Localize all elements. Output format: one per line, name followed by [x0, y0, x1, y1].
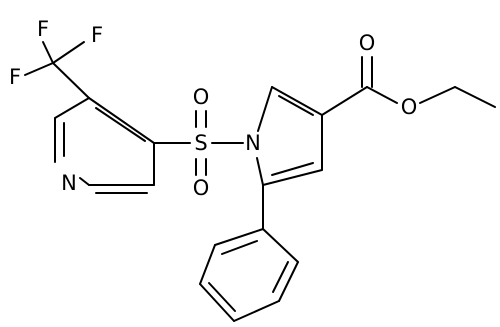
pyrrole-bond-c2-c3: [271, 86, 323, 116]
bond-carbonyl-oester: [366, 86, 398, 104]
pyridine-ring: [54, 97, 155, 194]
phenyl-bond-1: [262, 228, 299, 263]
pyrrole-double-bond-c2-c3: [278, 95, 314, 116]
phenyl-double-bond-4: [208, 282, 236, 312]
atom-s: S: [194, 131, 207, 155]
bond-ring-carbonyl: [321, 86, 368, 116]
pyrrole-bond-c5-n: [256, 157, 264, 186]
trifluoromethyl-group: [24, 41, 90, 99]
pyrrole-ring: [256, 86, 323, 186]
atom-n-pyridine: N: [61, 171, 77, 195]
phenyl-bond-5: [199, 244, 216, 285]
phenyl-double-bond-2: [272, 261, 289, 293]
atom-f2: F: [91, 23, 103, 47]
pyridine-bond-6: [54, 97, 90, 119]
atom-n-pyrrole: N: [245, 131, 261, 155]
atom-o-sulfonyl-bottom: O: [193, 176, 210, 200]
bond-oester-ch2: [419, 86, 456, 104]
atom-o-sulfonyl-top: O: [193, 85, 210, 109]
phenyl-double-bond-6: [221, 240, 258, 255]
phenyl-bond-6: [214, 228, 264, 246]
pyrrole-bond-n-c2: [257, 86, 273, 132]
ethyl-ester-group: [321, 56, 496, 116]
pyridine-double-bond-1: [95, 107, 146, 142]
pyrrole-bond-c4-c5: [262, 169, 323, 186]
pyridine-bond-1: [88, 97, 155, 144]
atom-labels: F F F N S O O N O O: [9, 17, 417, 200]
atom-f3: F: [9, 65, 21, 89]
bond-c-f3: [24, 62, 54, 76]
sulfonyl-group: [153, 110, 244, 176]
bond-cf3-ring: [52, 62, 90, 99]
atom-f1: F: [37, 17, 49, 41]
atom-o-ester: O: [401, 95, 418, 119]
bond-c-f1: [42, 41, 54, 64]
phenyl-ring: [199, 184, 299, 322]
phenyl-bond-2: [278, 261, 299, 302]
bond-c-f2: [52, 41, 85, 64]
bond-ch2-ch3: [454, 86, 496, 108]
phenyl-bond-3: [233, 300, 280, 322]
pyrrole-double-bond-c4-c5: [271, 162, 314, 176]
atom-o-carbonyl: O: [359, 31, 376, 55]
pyridine-bond-4: [79, 177, 90, 186]
phenyl-bond-4: [199, 283, 235, 322]
